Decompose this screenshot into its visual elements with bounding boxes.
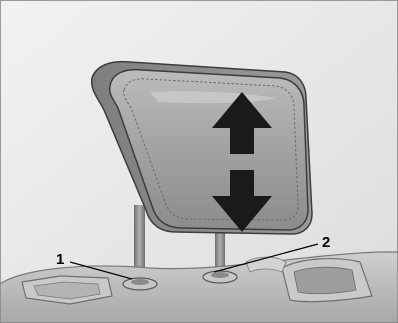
callout-2-label: 2: [322, 234, 330, 251]
callout-1-label: 1: [56, 251, 64, 268]
